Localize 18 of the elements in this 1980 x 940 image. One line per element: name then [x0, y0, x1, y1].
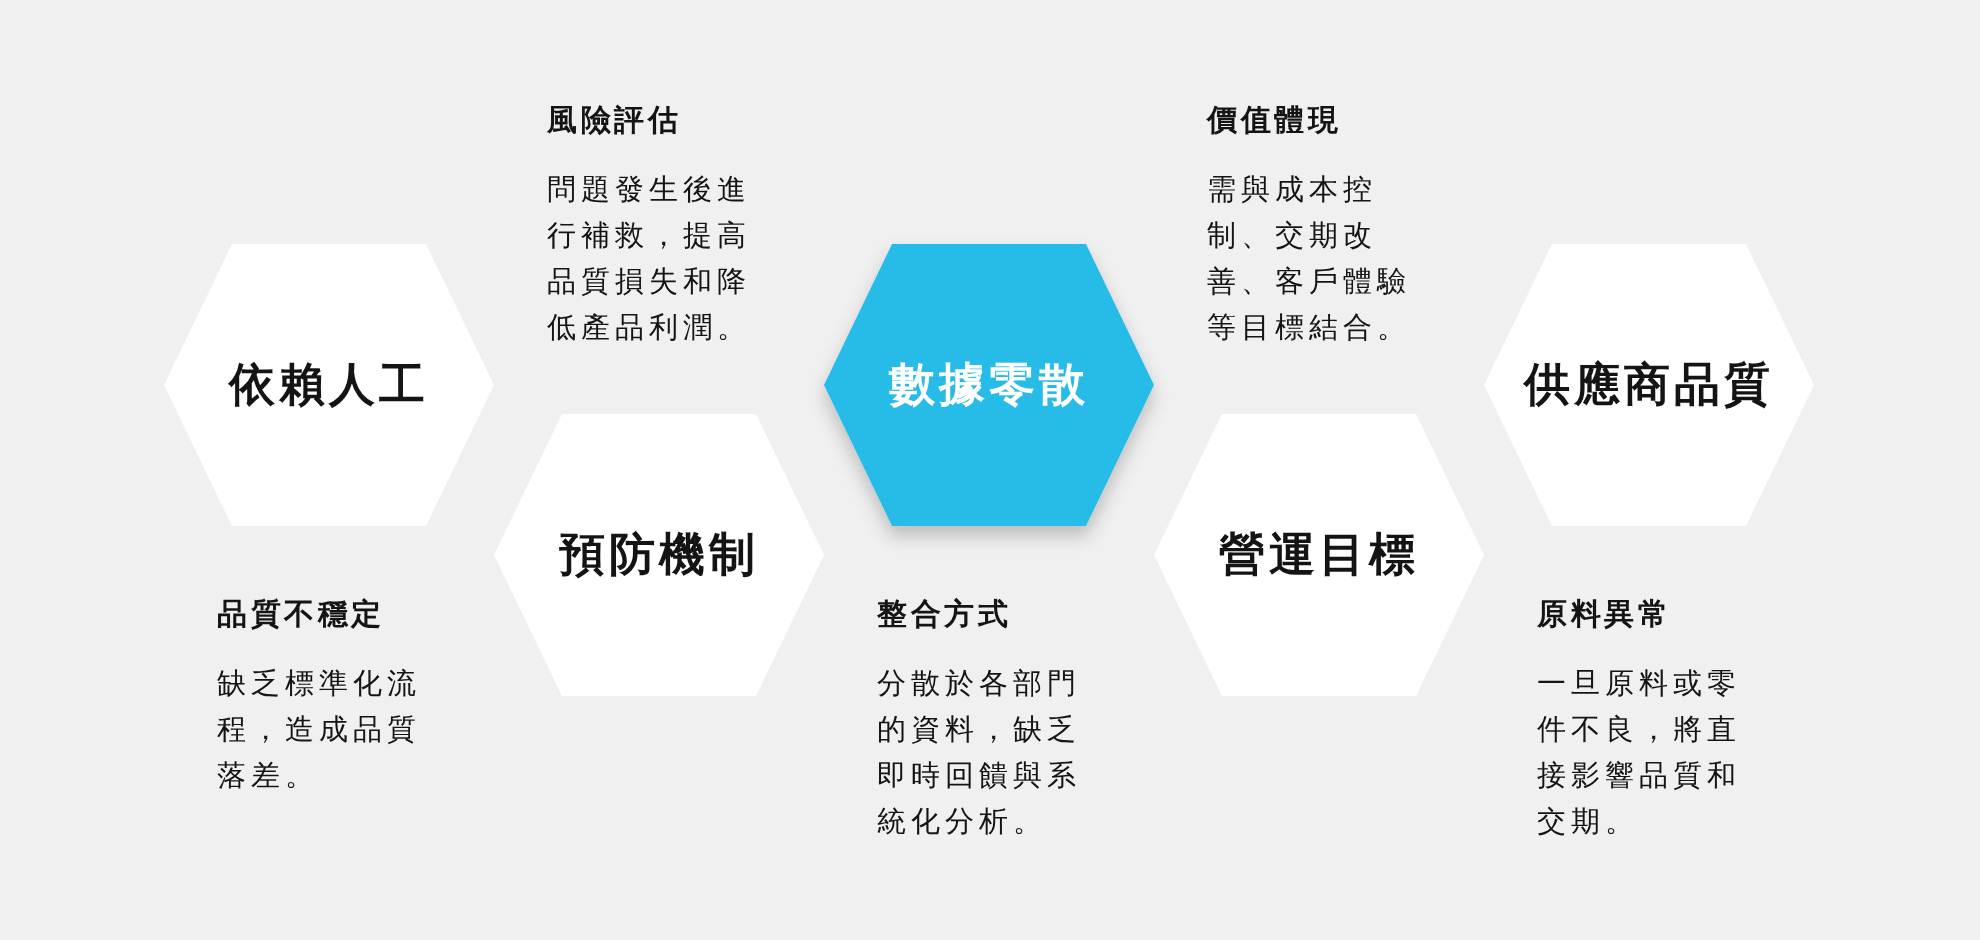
description: 問題發生後進行補救，提高品質損失和降低產品利潤。 [547, 171, 752, 346]
hexagon-label: 預防機制 [559, 527, 759, 583]
description: 分散於各部門的資料，缺乏即時回饋與系統化分析。 [877, 665, 1082, 840]
hexagon [824, 244, 1154, 526]
heading: 整合方式 [877, 596, 1011, 632]
heading: 價值體現 [1207, 102, 1341, 138]
hexagon [494, 414, 824, 696]
description: 一旦原料或零件不良，將直接影響品質和交期。 [1537, 665, 1742, 840]
hexagon-label: 數據零散 [889, 357, 1089, 413]
description: 需與成本控制、交期改善、客戶體驗等目標結合。 [1207, 171, 1412, 346]
heading: 品質不穩定 [217, 596, 385, 632]
hexagon-label: 供應商品質 [1524, 357, 1774, 413]
heading: 風險評估 [547, 102, 681, 138]
hexagon-label: 依賴人工 [229, 357, 429, 413]
description: 缺乏標準化流程，造成品質落差。 [217, 665, 422, 794]
hexagon-label: 營運目標 [1219, 527, 1419, 583]
hexagon [1154, 414, 1484, 696]
heading: 原料異常 [1537, 596, 1671, 632]
